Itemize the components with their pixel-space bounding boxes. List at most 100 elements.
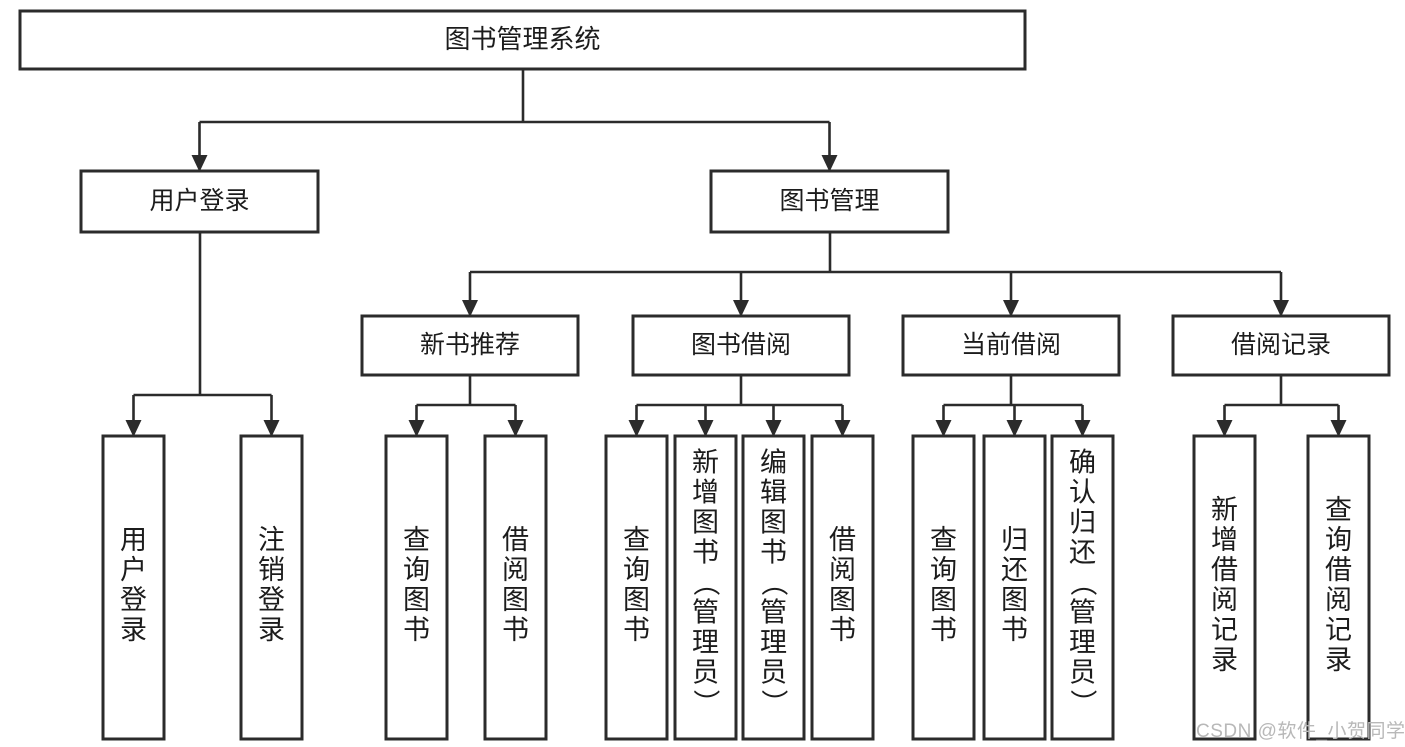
- connector-arrowhead: [697, 420, 714, 437]
- node-label-char: （: [691, 569, 721, 596]
- node-rect[interactable]: [384, 434, 449, 741]
- node-label-char: 新: [1211, 495, 1238, 525]
- node-layer: 图书管理系统用户登录图书管理新书推荐图书借阅当前借阅借阅记录用户登录注销登录查询…: [18, 9, 1391, 741]
- node-rect[interactable]: [483, 434, 548, 741]
- node-rect[interactable]: [79, 169, 320, 234]
- node-label-char: 理: [1069, 628, 1096, 658]
- leaf-node-leaf-user-login[interactable]: 用户登录: [101, 434, 166, 741]
- node-label-char: 还: [1001, 555, 1028, 585]
- node-label-char: 辑: [760, 478, 787, 508]
- node-label: 图书借阅: [691, 331, 791, 359]
- node-label: 图书管理系统: [444, 24, 600, 54]
- node-rect[interactable]: [18, 9, 1027, 71]
- node-label-char: 询: [1325, 525, 1352, 555]
- node-label-char: 新: [692, 448, 719, 478]
- node-label-char: 记: [1211, 615, 1238, 645]
- node-label-char: 阅: [1211, 585, 1238, 615]
- node-rect[interactable]: [810, 434, 875, 741]
- node-label-char: 录: [258, 615, 285, 645]
- node-label-char: 阅: [829, 555, 856, 585]
- node-label: 当前借阅: [961, 331, 1061, 359]
- level2-node-user-login[interactable]: 用户登录: [79, 169, 320, 234]
- node-rect[interactable]: [1050, 434, 1115, 741]
- level2-node-book-manage[interactable]: 图书管理: [709, 169, 950, 234]
- level3-node-new-book-recommend[interactable]: 新书推荐: [360, 314, 580, 377]
- node-rect[interactable]: [1171, 314, 1391, 377]
- connector-group-book-borrow: [628, 375, 851, 437]
- node-label-char: 员: [760, 658, 787, 688]
- node-label: 用户登录: [149, 187, 249, 215]
- node-label-char: 书: [692, 538, 719, 568]
- node-rect[interactable]: [1306, 434, 1371, 741]
- node-label-char: 图: [760, 508, 787, 538]
- level3-node-book-borrow[interactable]: 图书借阅: [631, 314, 851, 377]
- connector-arrowhead: [628, 420, 645, 437]
- connector-arrowhead: [1006, 420, 1023, 437]
- title-node-root[interactable]: 图书管理系统: [18, 9, 1027, 71]
- node-rect[interactable]: [239, 434, 304, 741]
- node-rect[interactable]: [1192, 434, 1257, 741]
- node-rect[interactable]: [360, 314, 580, 377]
- connector-arrowhead: [462, 300, 478, 317]
- node-label-char: 询: [403, 555, 430, 585]
- node-label-char: 增: [692, 478, 719, 508]
- connector-arrowhead: [408, 420, 425, 437]
- node-label-vertical: 用户登录: [120, 525, 147, 645]
- connector-group-current-borrow: [935, 375, 1091, 437]
- connector-arrowhead: [1216, 420, 1233, 437]
- node-rect[interactable]: [631, 314, 851, 377]
- node-label-char: 借: [1211, 555, 1238, 585]
- node-label-char: 书: [623, 615, 650, 645]
- node-rect[interactable]: [709, 169, 950, 234]
- node-label-char: 管: [760, 598, 787, 628]
- node-rect[interactable]: [982, 434, 1047, 741]
- node-rect[interactable]: [101, 434, 166, 741]
- node-rect[interactable]: [604, 434, 669, 741]
- level3-node-current-borrow[interactable]: 当前借阅: [901, 314, 1121, 377]
- node-label-char: （: [1068, 569, 1098, 596]
- node-label-char: 借: [502, 525, 529, 555]
- node-label-char: 图: [829, 585, 856, 615]
- connector-arrowhead: [1273, 300, 1289, 317]
- node-label-char: 查: [623, 525, 650, 555]
- node-label-char: 管: [1069, 598, 1096, 628]
- connector-group-book-manage: [462, 232, 1289, 317]
- node-label-char: 书: [1001, 615, 1028, 645]
- node-rect[interactable]: [741, 434, 806, 741]
- node-rect[interactable]: [673, 434, 738, 741]
- node-label-char: 认: [1069, 478, 1096, 508]
- node-label-char: 书: [403, 615, 430, 645]
- connector-group-borrow-record: [1216, 375, 1347, 437]
- connector-arrowhead: [191, 155, 208, 172]
- connector-arrowhead: [125, 420, 142, 437]
- connector-layer: [125, 69, 1347, 437]
- node-label: 新书推荐: [420, 331, 520, 359]
- node-rect[interactable]: [901, 314, 1121, 377]
- node-label-char: 查: [930, 525, 957, 555]
- node-rect[interactable]: [911, 434, 976, 741]
- level3-node-borrow-record[interactable]: 借阅记录: [1171, 314, 1391, 377]
- node-label-char: 书: [930, 615, 957, 645]
